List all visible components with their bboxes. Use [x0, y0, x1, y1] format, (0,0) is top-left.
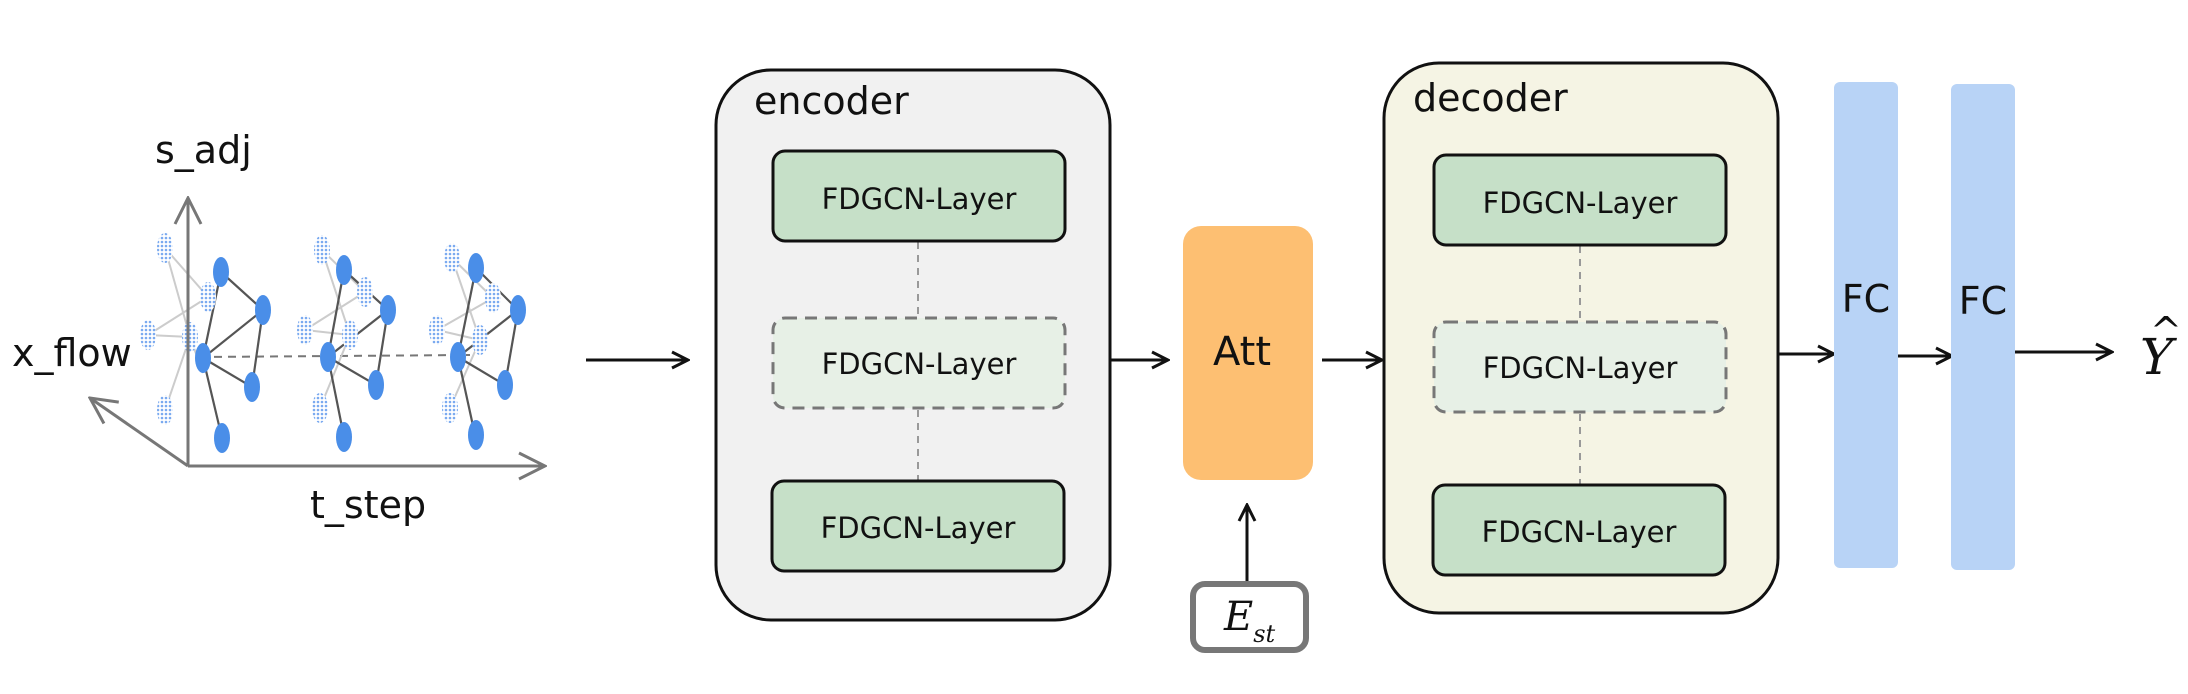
attention-block: Att [1183, 226, 1313, 480]
decoder-layer-top [1432, 153, 1728, 247]
encoder-layer-middle [771, 316, 1067, 410]
encoder-layer-top [771, 149, 1067, 243]
graph-snapshot-2 [297, 235, 396, 452]
output-symbol: Y [2140, 328, 2177, 386]
fc-layer-2: FC [1951, 84, 2015, 570]
axis-label-s-adj: s_adj [155, 128, 252, 172]
embedding-symbol: Est [1223, 594, 1276, 648]
encoder-layer-middle-label: FDGCN-Layer [822, 347, 1017, 381]
decoder-block: decoder FDGCN-Layer FDGCN-Layer FDGCN-La… [1382, 61, 1780, 615]
graph-snapshot-1 [140, 233, 271, 453]
fc1-label: FC [1842, 277, 1890, 321]
decoder-layer-middle [1432, 320, 1728, 414]
decoder-layer-middle-label: FDGCN-Layer [1483, 351, 1678, 385]
output-accent: ^ [2150, 309, 2182, 353]
input-graph: s_adj x_flow t_step [12, 128, 545, 527]
decoder-layer-bottom-label: FDGCN-Layer [1482, 515, 1677, 549]
axis-label-t-step: t_step [310, 483, 426, 527]
fc-layer-1: FC [1834, 82, 1898, 568]
fc2-label: FC [1959, 279, 2007, 323]
encoder-block: encoder FDGCN-Layer FDGCN-Layer FDGCN-La… [714, 68, 1112, 622]
encoder-layer-bottom-label: FDGCN-Layer [821, 511, 1016, 545]
fc2-bar [1951, 84, 2015, 570]
encoder-title: encoder [754, 79, 909, 123]
depth-axis [90, 398, 189, 468]
encoder-layer-top-label: FDGCN-Layer [822, 182, 1017, 216]
attention-box [1183, 226, 1313, 480]
graph-snapshot-3 [429, 243, 526, 450]
fc1-bar [1834, 82, 1898, 568]
decoder-title: decoder [1413, 76, 1568, 120]
decoder-layer-bottom [1431, 483, 1727, 577]
embedding-box [1190, 581, 1309, 653]
attention-label: Att [1213, 329, 1271, 375]
encoder-layer-bottom [770, 479, 1066, 573]
temporal-dashed-line [199, 354, 471, 358]
decoder-layer-top-label: FDGCN-Layer [1483, 186, 1678, 220]
embedding-input: Est [1190, 505, 1309, 653]
output-y-hat: Y ^ [2140, 309, 2182, 386]
axis-label-x-flow: x_flow [12, 331, 132, 375]
